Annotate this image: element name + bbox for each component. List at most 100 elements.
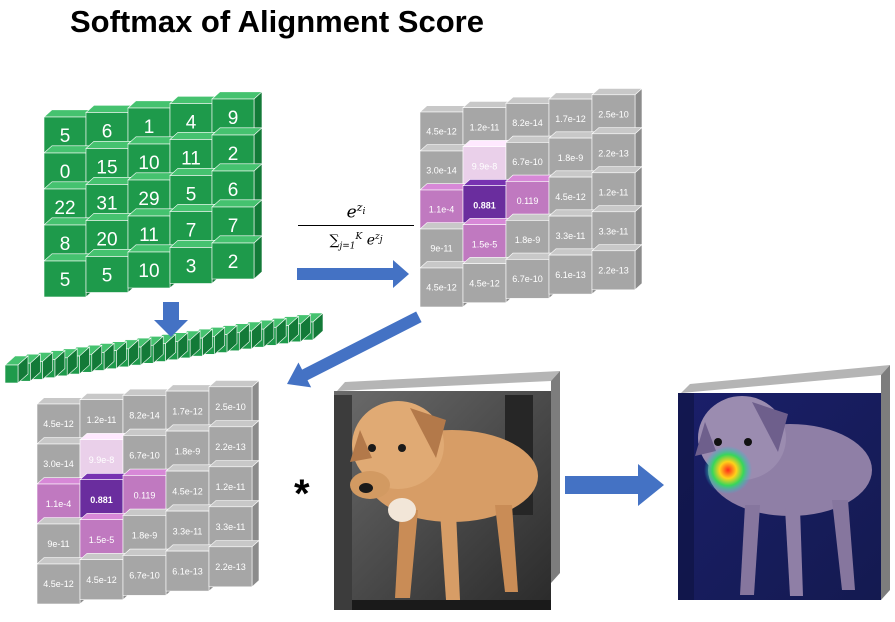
softmax-formula: ezi ∑j=1K ezj: [298, 198, 414, 257]
score-value: 11: [181, 148, 201, 169]
softmax1-cell-3-2: 1.8e-9: [505, 213, 557, 261]
softmax2-value: 1.1e-4: [46, 499, 72, 509]
softmax1-cell-4-4: 2.2e-13: [591, 243, 643, 291]
softmax2-value: 4.5e-12: [172, 486, 203, 496]
softmax2-cell-1-1: 9.9e-8: [79, 432, 131, 481]
score-value: 3: [186, 256, 197, 277]
softmax2-cell-0-2: 8.2e-14: [122, 388, 174, 437]
score-value: 1: [144, 117, 155, 138]
softmax-grid-copy: 4.5e-12 1.2e-11 8.2e-14 1.7e-12 2.5e-10 3.0e-…: [36, 379, 260, 605]
score-value: 10: [138, 153, 159, 174]
softmax2-cell-2-2: 0.119: [122, 468, 174, 517]
score-value: 5: [60, 126, 71, 147]
softmax2-value: 4.5e-12: [43, 419, 74, 429]
softmax1-value: 4.5e-12: [426, 127, 457, 137]
softmax1-cell-4-0: 4.5e-12: [419, 261, 471, 308]
softmax2-value: 8.2e-14: [129, 411, 160, 421]
softmax2-value: 1.2e-11: [216, 482, 246, 492]
softmax2-value: 2.5e-10: [215, 402, 246, 412]
score-value: 31: [96, 193, 117, 214]
softmax2-cell-0-0: 4.5e-12: [36, 397, 88, 445]
softmax2-value: 4.5e-12: [86, 575, 117, 585]
softmax1-cell-1-2: 6.7e-10: [505, 135, 557, 183]
flattened-score-vector: [4, 312, 324, 384]
score-value: 29: [138, 189, 159, 210]
softmax2-cell-0-3: 1.7e-12: [165, 384, 217, 432]
softmax1-cell-0-1: 1.2e-11: [462, 100, 514, 148]
softmax1-cell-2-0: 1.1e-4: [419, 183, 471, 230]
page-title: Softmax of Alignment Score: [70, 4, 484, 39]
score-value: 5: [102, 265, 113, 286]
score-value: 15: [96, 157, 117, 178]
softmax2-cell-1-0: 3.0e-14: [36, 437, 88, 485]
softmax2-cell-2-4: 1.2e-11: [208, 459, 260, 508]
softmax2-cell-3-2: 1.8e-9: [122, 508, 174, 557]
score-cell-4-4: 2: [211, 235, 263, 280]
formula-numerator: ezi: [298, 198, 414, 226]
softmax1-cell-1-3: 1.8e-9: [548, 131, 600, 178]
flat-cell-0: [4, 355, 29, 384]
softmax2-value: 1.2e-11: [87, 415, 117, 425]
softmax1-value: 6.1e-13: [555, 270, 586, 280]
score-value: 5: [60, 270, 71, 291]
softmax2-value: 6.7e-10: [129, 451, 160, 461]
softmax2-value: 3.0e-14: [43, 459, 74, 469]
softmax2-cell-2-1: 0.881: [79, 472, 131, 521]
softmax1-value: 3.3e-11: [556, 231, 586, 241]
softmax1-value: 3.0e-14: [426, 166, 457, 176]
multiply-operator: *: [294, 472, 310, 516]
softmax1-value: 4.5e-12: [555, 192, 586, 202]
softmax2-cell-4-1: 4.5e-12: [79, 552, 131, 601]
softmax2-value: 0.881: [90, 495, 113, 505]
softmax2-value: 3.3e-11: [173, 526, 203, 536]
softmax2-value: 1.8e-9: [132, 531, 158, 541]
softmax1-value: 1.8e-9: [558, 153, 584, 163]
score-value: 5: [186, 184, 197, 205]
softmax1-value: 1.2e-11: [599, 188, 629, 198]
score-value: 20: [96, 229, 117, 250]
softmax1-value: 4.5e-12: [426, 283, 457, 293]
softmax2-value: 6.1e-13: [172, 566, 203, 576]
softmax2-value: 1.5e-5: [89, 535, 115, 545]
score-value: 11: [139, 225, 159, 246]
softmax2-cell-0-1: 1.2e-11: [79, 392, 131, 441]
softmax2-value: 1.8e-9: [175, 446, 201, 456]
softmax2-value: 2.2e-13: [215, 562, 246, 572]
softmax2-cell-1-3: 1.8e-9: [165, 424, 217, 472]
score-value: 0: [60, 162, 71, 183]
softmax1-cell-0-3: 1.7e-12: [548, 92, 600, 139]
softmax1-cell-2-3: 4.5e-12: [548, 170, 600, 217]
softmax2-value: 9.9e-8: [89, 455, 115, 465]
softmax1-value: 2.5e-10: [598, 110, 629, 120]
softmax2-cell-3-1: 1.5e-5: [79, 512, 131, 561]
puppy-attention-heatmap: [678, 365, 890, 600]
softmax2-cell-3-3: 3.3e-11: [165, 504, 217, 552]
softmax2-cell-4-0: 4.5e-12: [36, 557, 88, 605]
score-value: 7: [228, 216, 239, 237]
softmax2-value: 3.3e-11: [216, 522, 246, 532]
softmax1-value: 2.2e-13: [598, 149, 629, 159]
softmax2-cell-1-4: 2.2e-13: [208, 419, 260, 468]
softmax1-cell-4-3: 6.1e-13: [548, 248, 600, 295]
softmax1-value: 2.2e-13: [598, 266, 629, 276]
softmax1-cell-1-4: 2.2e-13: [591, 126, 643, 174]
softmax2-cell-4-3: 6.1e-13: [165, 544, 217, 592]
softmax1-cell-0-0: 4.5e-12: [419, 105, 471, 152]
softmax2-cell-2-0: 1.1e-4: [36, 477, 88, 525]
softmax1-cell-4-1: 4.5e-12: [462, 256, 514, 304]
softmax1-value: 1.8e-9: [515, 235, 541, 245]
softmax1-value: 6.7e-10: [512, 274, 543, 284]
softmax2-value: 1.7e-12: [172, 406, 203, 416]
softmax2-cell-1-2: 6.7e-10: [122, 428, 174, 477]
softmax1-value: 9e-11: [430, 244, 452, 254]
softmax1-value: 1.5e-5: [472, 239, 498, 249]
softmax1-value: 3.3e-11: [599, 227, 629, 237]
score-value: 2: [228, 252, 239, 273]
softmax2-value: 0.119: [134, 491, 156, 501]
softmax2-value: 2.2e-13: [215, 442, 246, 452]
puppy-photo: [334, 371, 560, 610]
score-value: 4: [186, 112, 197, 133]
score-value: 2: [228, 144, 239, 165]
